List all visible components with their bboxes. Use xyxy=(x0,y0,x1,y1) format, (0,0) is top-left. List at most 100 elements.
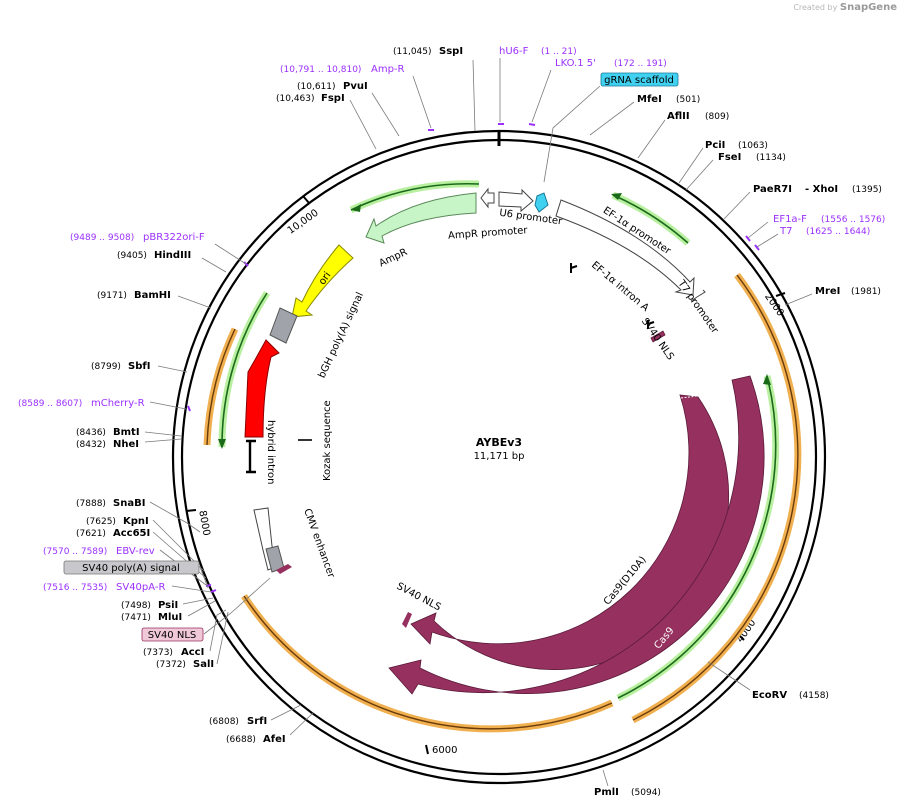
primer-labels: (10,791 .. 10,810) Amp-R hU6-F (1 .. 21)… xyxy=(18,46,885,593)
highlight-arcs xyxy=(203,180,802,733)
enzyme-kpni-pos: (7625) xyxy=(86,517,116,527)
sv40-nls-box-label: SV40 NLS xyxy=(148,630,197,641)
primer-ampr-name: Amp-R xyxy=(371,64,405,75)
primer-t7-name: T7 xyxy=(779,226,792,237)
primer-mcherry-pos: (8589 .. 8607) xyxy=(18,399,82,409)
primer-marks xyxy=(187,123,760,593)
cmv-label: CMV enhancer xyxy=(301,507,337,580)
enzyme-mrei-pos: (1981) xyxy=(851,287,881,297)
enzyme-sali-pos: (7372) xyxy=(156,660,186,670)
leader-t7 xyxy=(756,233,779,248)
enzyme-mlui-pos: (7471) xyxy=(121,613,151,623)
bgh-polya-box xyxy=(269,307,298,344)
primer-mark-sv40pa xyxy=(210,589,217,593)
enzyme-fsei-name: FseI xyxy=(718,152,741,163)
leader-bamhi xyxy=(177,295,212,309)
enzyme-fspi-pos: (10,463) xyxy=(276,94,315,104)
leader-grna xyxy=(543,85,601,183)
primer-ebv-pos: (7570 .. 7589) xyxy=(43,547,107,557)
enzyme-mlui-name: MluI xyxy=(158,612,182,623)
mcherry-arrow xyxy=(244,339,280,438)
enzyme-labels: (11,045) SspI (10,611) PvuI (10,463) Fsp… xyxy=(76,46,882,798)
primer-t7-pos: (1625 .. 1644) xyxy=(806,227,870,237)
leader-bmti xyxy=(144,431,182,437)
enzyme-acc65i-pos: (7621) xyxy=(76,529,106,539)
small-intron-marker xyxy=(647,320,655,328)
ef1a-promoter-arrow xyxy=(555,199,695,296)
leader-mfei xyxy=(589,101,635,136)
ef1a-intron-marker xyxy=(570,263,578,273)
leader-paer7i xyxy=(723,191,751,220)
sv40-nls-bottom-arrow xyxy=(402,612,412,628)
ef1a-arc-head xyxy=(611,193,622,200)
enzyme-afei-name: AfeI xyxy=(263,734,286,745)
enzyme-aflii-pos: (809) xyxy=(705,112,729,122)
leader-mrei xyxy=(784,293,813,306)
ampr-arc-line xyxy=(350,182,480,211)
enzyme-srfi-pos: (6808) xyxy=(209,717,239,727)
enzyme-psii-name: PsiI xyxy=(158,600,178,611)
plasmid-length: 11,171 bp xyxy=(474,451,525,462)
leader-pmli xyxy=(602,769,609,787)
primer-pbr-pos: (9489 .. 9508) xyxy=(70,233,134,243)
cas9-green-arc-head xyxy=(763,374,771,385)
enzyme-fsei-pos: (1134) xyxy=(756,153,786,163)
sv40-polya-box xyxy=(63,560,200,575)
leader-pbr xyxy=(214,243,247,265)
tick-2000 xyxy=(775,292,786,297)
leader-mcherry xyxy=(149,401,187,410)
enzyme-bamhi-pos: (9171) xyxy=(97,291,127,301)
enzyme-bamhi-name: BamHI xyxy=(134,290,171,301)
leader-sv40nls-box xyxy=(203,577,271,635)
bgh-label: bGH poly(A) signal xyxy=(317,291,366,380)
primer-mcherry-name: mCherry-R xyxy=(91,398,145,409)
primer-mark-lko xyxy=(528,123,536,126)
enzyme-psii-pos: (7498) xyxy=(121,601,151,611)
enzyme-afei-pos: (6688) xyxy=(226,735,256,745)
left-orange-arc-line xyxy=(206,328,236,446)
left-green-arc-line xyxy=(221,292,268,448)
tick-10000 xyxy=(302,195,310,204)
enzyme-pvui-name: PvuI xyxy=(343,81,368,92)
left-green-arc-head xyxy=(218,439,226,449)
cas9-green-arc-line xyxy=(617,375,777,699)
enzyme-paer7i-pos: (1395) xyxy=(852,185,882,195)
primer-sv40pa-pos: (7516 .. 7535) xyxy=(43,583,107,593)
enzyme-nhei-pos: (8432) xyxy=(76,440,106,450)
grna-scaffold-arrow xyxy=(534,192,549,213)
u6-promoter-arrow xyxy=(498,188,534,213)
leader-hindiii xyxy=(201,257,227,273)
leader-snabi xyxy=(149,501,201,533)
bottom-orange-arc-line xyxy=(243,595,613,730)
primer-ebv-name: EBV-rev xyxy=(116,546,155,557)
t7-promoter-label: T7 promoter xyxy=(675,278,721,337)
ampr-promoter-label: AmpR promoter xyxy=(448,225,529,242)
boxed-labels: (172 .. 191) gRNA scaffold SV40 poly(A) … xyxy=(63,59,679,642)
cas9-arrow xyxy=(388,375,765,695)
enzyme-ecorv-name: EcoRV xyxy=(752,690,787,701)
leader-pcii xyxy=(678,147,704,184)
grna-scaffold-box xyxy=(600,72,679,87)
primer-mark-ef1a xyxy=(745,235,751,242)
leader-srfi xyxy=(270,704,302,721)
leader-ecorv xyxy=(707,661,751,691)
sv40-nls-top-arrow xyxy=(650,330,666,343)
ori-arrow xyxy=(291,244,354,318)
leader-sspi xyxy=(472,59,476,132)
primer-mark-t7 xyxy=(754,244,760,251)
enzyme-srfi-name: SrfI xyxy=(247,716,267,727)
tick-label-10000: 10,000 xyxy=(286,208,321,237)
enzyme-pmli-pos: (5094) xyxy=(631,788,661,798)
leader-ampr xyxy=(412,75,432,129)
primer-lko-pos: (1 .. 21) xyxy=(541,47,577,57)
cas9-orange-arc-line xyxy=(632,274,799,721)
leader-aflii xyxy=(637,119,666,159)
enzyme-aflii-name: AflII xyxy=(667,111,690,122)
enzyme-snabi-name: SnaBI xyxy=(113,498,145,509)
enzyme-mfei-name: MfeI xyxy=(637,94,662,105)
leader-psii xyxy=(182,597,214,605)
enzyme-bmti-pos: (8436) xyxy=(76,428,106,438)
enzyme-sbfi-name: SbfI xyxy=(128,361,150,372)
ampr-promoter-arrow xyxy=(480,187,495,209)
